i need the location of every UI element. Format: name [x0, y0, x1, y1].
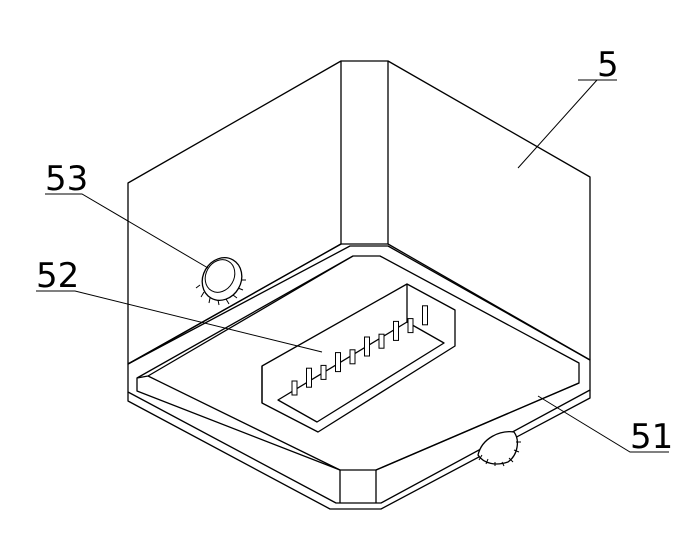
comb-tooth [393, 320, 399, 341]
leader-5 [517, 79, 598, 169]
comb-tooth [291, 380, 298, 396]
tray-inner-back-left [136, 255, 354, 379]
housing-left-wall [127, 60, 342, 365]
comb-tooth [364, 336, 370, 357]
knob-inner [204, 259, 236, 293]
tray-inner-right-floor [375, 382, 580, 471]
comb-tooth [335, 352, 341, 373]
tray-bottom-skirt [127, 390, 591, 510]
label-body: 5 [597, 45, 619, 85]
comb-tooth [422, 305, 428, 326]
leader-51 [537, 395, 669, 453]
label-comb-slot: 52 [36, 256, 79, 296]
knob-bottom [477, 431, 521, 467]
housing-floor-left-edge [127, 243, 342, 365]
comb-tooth [349, 349, 356, 365]
knob-bottom-knurl [478, 441, 521, 467]
comb-teeth [291, 305, 428, 396]
knob-left [195, 257, 246, 306]
housing-right-wall [387, 60, 591, 360]
comb-tooth [407, 318, 414, 334]
comb-tooth [378, 333, 385, 349]
tray-front-post [339, 470, 377, 503]
leader-53 [45, 193, 209, 269]
tray-inner-left-floor [147, 375, 341, 471]
leader-lines [36, 79, 669, 453]
label-base-tray: 51 [630, 417, 673, 457]
label-knob: 53 [45, 159, 88, 199]
comb-slot [261, 283, 456, 433]
comb-tooth [306, 367, 312, 388]
knob-knurl [195, 279, 246, 306]
knob-outer [201, 257, 243, 301]
knob-bottom-body [477, 431, 519, 465]
comb-tooth [320, 364, 327, 380]
leader-52 [36, 290, 323, 353]
base-tray [127, 245, 591, 510]
housing-corner-post [341, 60, 389, 245]
